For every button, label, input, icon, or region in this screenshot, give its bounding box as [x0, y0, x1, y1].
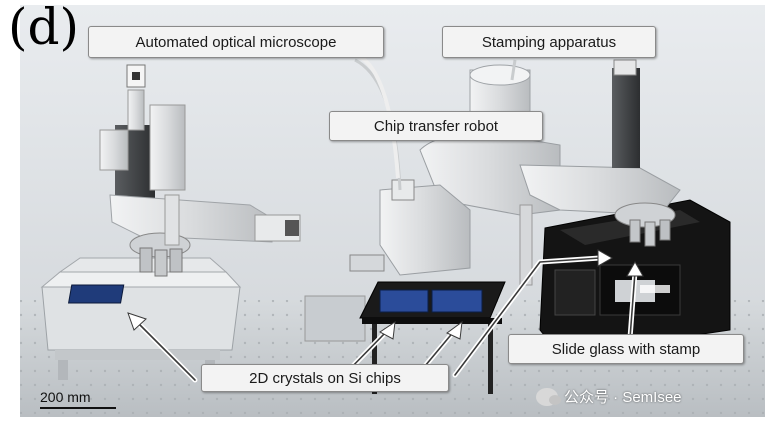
- arrowhead-1: [127, 312, 147, 331]
- watermark: 公众号 · SemIsee: [536, 386, 682, 407]
- robot-group: [304, 58, 561, 394]
- robot-chip-2: [431, 289, 483, 313]
- label-2d-crystals: 2D crystals on Si chips: [201, 364, 449, 392]
- label-chip-transfer-robot: Chip transfer robot: [329, 111, 543, 141]
- scale-bar-label: 200 mm: [40, 389, 91, 405]
- arrowhead-4: [597, 249, 614, 267]
- label-stamping-apparatus: Stamping apparatus: [442, 26, 656, 58]
- wechat-icon: [536, 387, 561, 406]
- label-microscope: Automated optical microscope: [88, 26, 384, 58]
- arrowhead-5: [626, 260, 644, 277]
- arrowhead-2: [379, 320, 396, 340]
- robot-chip-1: [379, 289, 429, 313]
- arrowhead-3: [446, 320, 463, 340]
- microscope-chip: [67, 284, 125, 304]
- watermark-text: 公众号 · SemIsee: [564, 389, 682, 406]
- label-slide-glass: Slide glass with stamp: [508, 334, 744, 364]
- panel-letter: (d): [8, 0, 80, 56]
